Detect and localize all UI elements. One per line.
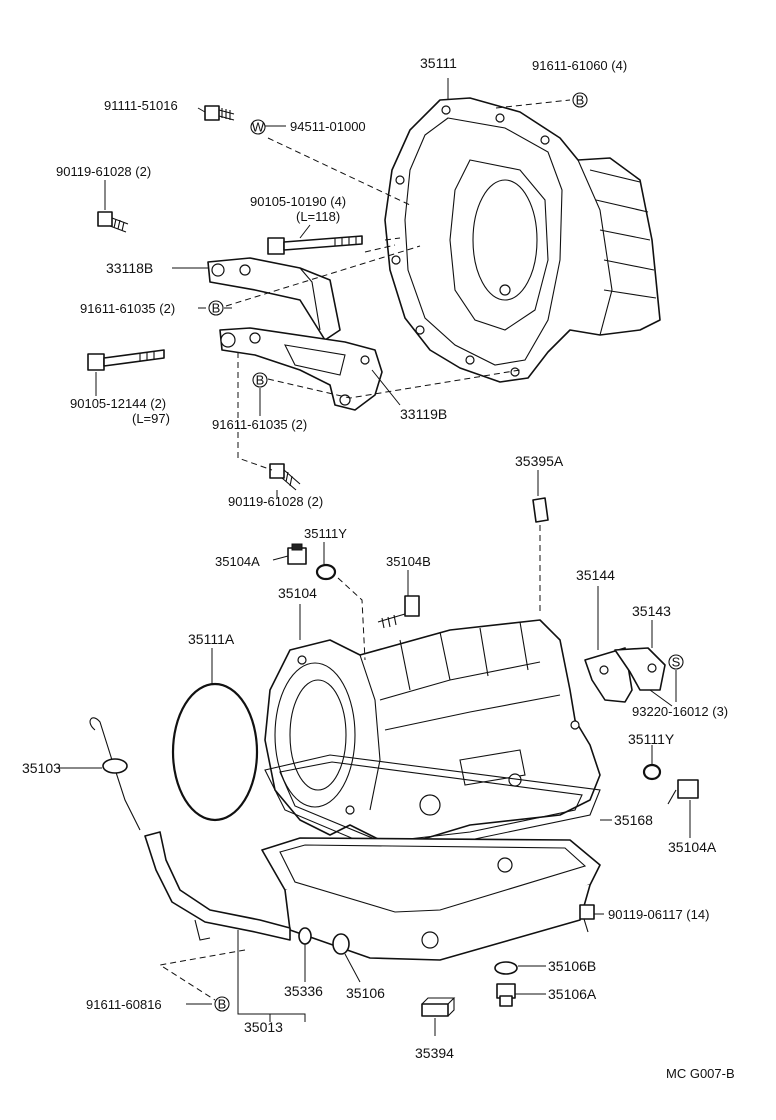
dashed-guide-lines: [158, 99, 571, 1001]
fitting-35104b: [377, 595, 420, 629]
oil-pan: [261, 837, 601, 961]
label-90105-12144: 90105-12144 (2): [70, 396, 166, 411]
label-35106a: 35106A: [548, 986, 597, 1002]
label-35104: 35104: [278, 585, 317, 601]
label-35104b: 35104B: [386, 554, 431, 569]
label-90119-06117: 90119-06117 (14): [608, 907, 709, 922]
grommet-35106: [332, 933, 350, 955]
label-35111a: 35111A: [188, 631, 235, 647]
label-35111: 35111: [420, 55, 457, 71]
label-33118b: 33118B: [106, 260, 153, 276]
gasket-35106b: [494, 961, 518, 975]
label-94511-01000: 94511-01000: [290, 119, 366, 134]
svg-text:S: S: [672, 655, 681, 670]
symbol-b-icon: B: [214, 996, 230, 1012]
svg-text:B: B: [576, 93, 585, 108]
label-35336: 35336: [284, 983, 323, 999]
label-35013: 35013: [244, 1019, 283, 1035]
label-91611-61060: 91611-61060 (4): [532, 58, 627, 73]
dipstick-35103: [89, 717, 141, 831]
label-35144: 35144: [576, 567, 615, 583]
label-93220-16012: 93220-16012 (3): [632, 704, 728, 719]
label-35104a-right: 35104A: [668, 839, 717, 855]
bell-housing-35111: [384, 97, 661, 383]
label-35168: 35168: [614, 812, 653, 828]
plate-35143: [614, 647, 666, 691]
transmission-case-35104: [264, 619, 601, 841]
bolt-90105-12144: [87, 349, 165, 371]
label-91611-61035-a: 91611-61035 (2): [80, 301, 175, 316]
label-91611-61035-b: 91611-61035 (2): [212, 417, 307, 432]
label-35395a: 35395A: [515, 453, 564, 469]
label-35106b: 35106B: [548, 958, 596, 974]
label-90105-12144-length: (L=97): [132, 411, 170, 426]
label-35111y-right: 35111Y: [628, 731, 675, 747]
bolt-90105-10190: [267, 235, 363, 255]
filler-tube-35013: [144, 831, 291, 941]
o-ring-35111y-top: [315, 563, 337, 581]
symbol-b-icon: B: [572, 92, 588, 108]
label-35143: 35143: [632, 603, 671, 619]
label-35111y-top: 35111Y: [304, 526, 347, 541]
label-90119-61028-top: 90119-61028 (2): [56, 164, 151, 179]
bolt-90119-61028-bottom: [269, 463, 301, 491]
label-90119-61028-bottom: 90119-61028 (2): [228, 494, 323, 509]
diagram-reference-code: MC G007-B: [666, 1066, 735, 1081]
label-91611-60816: 91611-60816: [86, 997, 162, 1012]
svg-text:W: W: [252, 120, 265, 135]
plug-35104a-right: [667, 779, 699, 805]
label-90105-10190-length: (L=118): [296, 209, 340, 224]
symbol-s-icon: S: [668, 654, 684, 670]
label-90105-10190: 90105-10190 (4): [250, 194, 346, 209]
o-ring-35111y-right: [642, 763, 662, 781]
bolt-90119-06117: [579, 904, 595, 933]
o-ring-35111a: [171, 682, 259, 822]
bolt-90119-61028-top: [97, 211, 129, 233]
svg-text:B: B: [256, 373, 265, 388]
leader-lines: [58, 78, 691, 1036]
bracket-33118b: [207, 257, 341, 341]
label-35106: 35106: [346, 985, 385, 1001]
bracket-35144: [584, 647, 633, 703]
svg-text:B: B: [218, 997, 227, 1012]
svg-text:B: B: [212, 301, 221, 316]
drain-plug-35106a: [496, 983, 516, 1007]
magnet-35394: [421, 997, 456, 1017]
plug-35104a-top: [287, 543, 307, 565]
label-35103: 35103: [22, 760, 61, 776]
label-35394: 35394: [415, 1045, 454, 1061]
label-91111-51016: 91111-51016: [104, 98, 178, 113]
clip-35395a: [532, 497, 549, 523]
label-33119b: 33119B: [400, 406, 447, 422]
part-labels: 35111 91611-61060 (4) 91111-51016 94511-…: [22, 55, 735, 1081]
pipe-35336: [298, 927, 312, 945]
bracket-33119b: [219, 327, 383, 411]
symbol-w-icon: W: [250, 119, 266, 135]
bolt-91111-51016: [204, 105, 235, 121]
label-35104a-top: 35104A: [215, 554, 260, 569]
symbol-b-icon: B: [208, 300, 224, 316]
oil-pan-gasket-35168: [264, 754, 601, 851]
symbol-b-icon: B: [252, 372, 268, 388]
